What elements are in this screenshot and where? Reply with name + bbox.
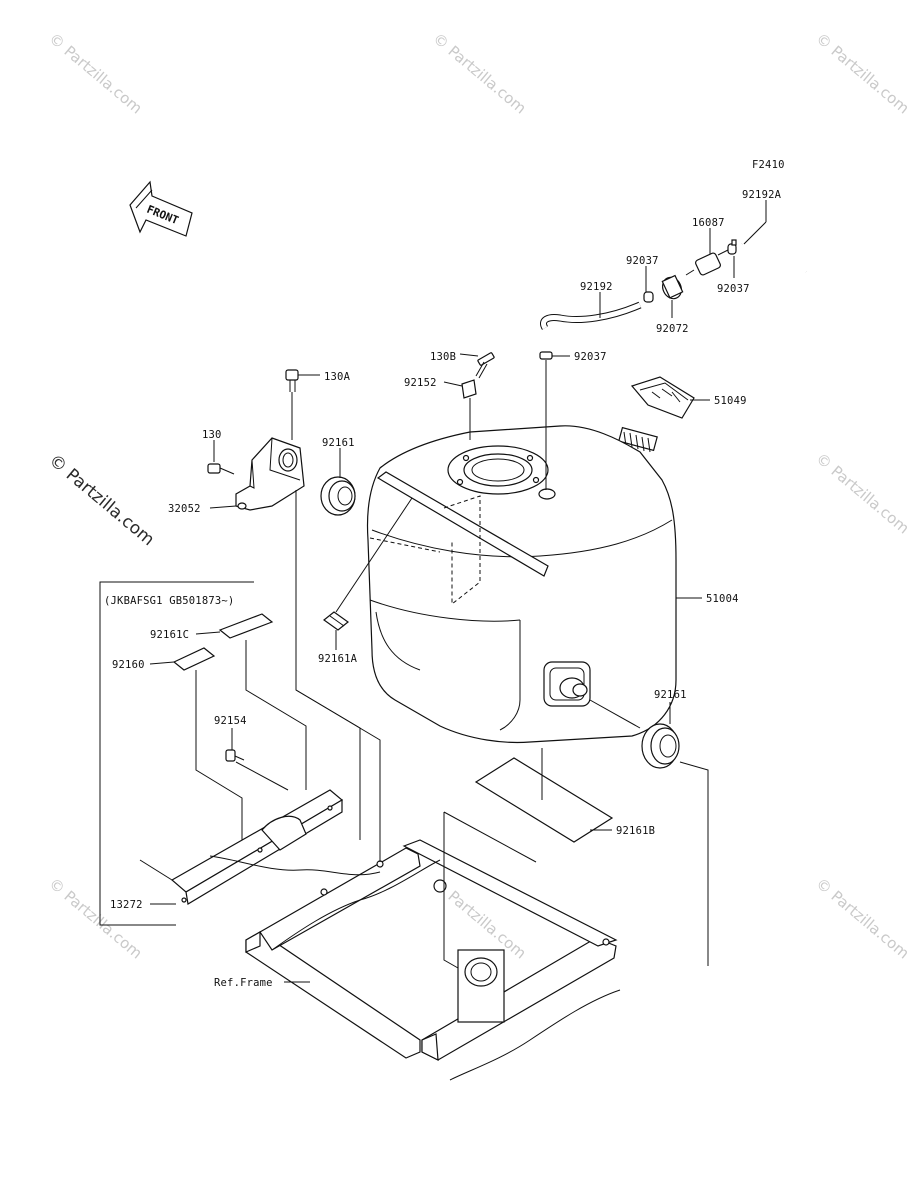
watermark-bottom-left: © Partzilla.com bbox=[45, 874, 145, 962]
grommet-92161-right bbox=[641, 723, 680, 769]
leader-lines bbox=[149, 200, 767, 983]
label-92192: 92192 bbox=[580, 281, 613, 293]
label-130B: 130B bbox=[430, 351, 456, 363]
bolt-92154 bbox=[225, 749, 245, 762]
label-92152: 92152 bbox=[404, 377, 437, 389]
vent-hose-assembly bbox=[539, 199, 811, 360]
figure-code: F2410 bbox=[752, 159, 785, 171]
watermark-bottom-right: © Partzilla.com bbox=[812, 874, 912, 962]
variant-box bbox=[99, 581, 254, 926]
label-92161-left: 92161 bbox=[322, 437, 355, 449]
label-92154: 92154 bbox=[214, 715, 247, 727]
label-92037-right: 92037 bbox=[717, 283, 750, 295]
watermark-partzilla: © Partzilla.com bbox=[45, 451, 158, 551]
grommet-92161-left bbox=[320, 476, 356, 516]
label-130A: 130A bbox=[324, 371, 351, 383]
collar-92152 bbox=[461, 379, 477, 399]
label-92161-right: 92161 bbox=[654, 689, 687, 701]
label-92161A: 92161A bbox=[318, 653, 358, 665]
clip-92161A bbox=[323, 611, 349, 631]
clamp-92037-tank bbox=[539, 351, 553, 360]
watermark-mid-right: © Partzilla.com bbox=[812, 449, 912, 537]
watermark-top-left: © Partzilla.com bbox=[45, 29, 145, 117]
label-92072: 92072 bbox=[656, 323, 689, 335]
label-92160: 92160 bbox=[112, 659, 145, 671]
front-arrow-icon: FRONT bbox=[129, 180, 193, 237]
clamp-92037-right bbox=[727, 239, 737, 255]
label-16087: 16087 bbox=[692, 217, 725, 229]
label-51049: 51049 bbox=[714, 395, 747, 407]
pad-92161B bbox=[474, 757, 614, 843]
label-92161C: 92161C bbox=[150, 629, 189, 641]
frame-assembly bbox=[139, 789, 621, 1081]
bracket-32052 bbox=[235, 437, 305, 511]
label-130: 130 bbox=[202, 429, 222, 441]
fuel-filter-16087 bbox=[685, 249, 729, 276]
bolt-130 bbox=[207, 463, 235, 475]
callout-labels: 92192A 16087 92037 92037 92192 92072 130… bbox=[104, 189, 782, 989]
label-92037-top: 92037 bbox=[626, 255, 659, 267]
fuel-cap-51049 bbox=[618, 376, 695, 453]
label-ref-frame: Ref.Frame bbox=[214, 977, 273, 989]
watermark-top-right: © Partzilla.com bbox=[812, 29, 912, 117]
label-13272: 13272 bbox=[110, 899, 143, 911]
bolt-130B bbox=[475, 352, 495, 379]
label-92037-tank: 92037 bbox=[574, 351, 607, 363]
fuel-tank-51004 bbox=[366, 425, 677, 744]
label-51004: 51004 bbox=[706, 593, 739, 605]
label-92161B: 92161B bbox=[616, 825, 655, 837]
pad-92160 bbox=[172, 647, 216, 671]
variant-note: (JKBAFSG1 GB501873~) bbox=[104, 595, 234, 607]
label-92192A: 92192A bbox=[742, 189, 782, 201]
watermark-top-center: © Partzilla.com bbox=[429, 29, 529, 117]
bolt-130A bbox=[285, 369, 299, 392]
pad-92161C bbox=[218, 613, 274, 639]
label-32052: 32052 bbox=[168, 503, 201, 515]
clamp-92037-left bbox=[643, 291, 654, 303]
joint-92072 bbox=[661, 274, 684, 300]
